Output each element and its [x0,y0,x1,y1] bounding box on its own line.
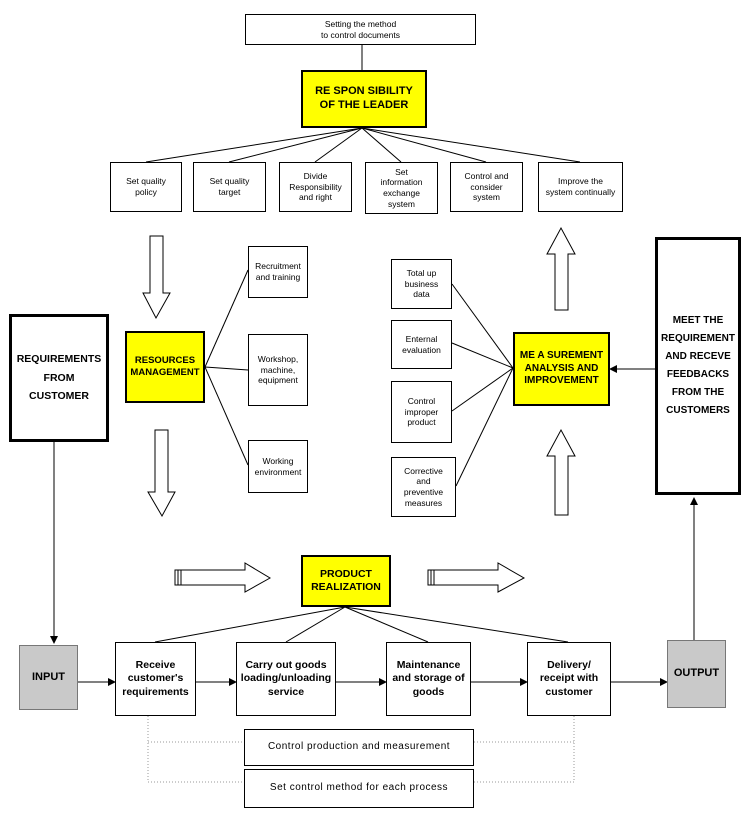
leader-item-quality-target: Set quality target [193,162,266,212]
resources-management-box: RESOURCES MANAGEMENT [125,331,205,403]
measurement-item-improper-product: Control improper product [391,381,452,443]
process-step-storage: Maintenance and storage of goods [386,642,471,716]
leader-responsibility-box: RE SPON SIBILITY OF THE LEADER [301,70,427,128]
leader-item-control-system: Control and consider system [450,162,523,212]
leader-item-improve-system: Improve the system continually [538,162,623,212]
measurement-item-corrective-measures: Corrective and preventive measures [391,457,456,517]
control-method-box: Set control method for each process [244,769,474,808]
customer-feedback-box: MEET THE REQUIREMENT AND RECEVE FEEDBACK… [655,237,741,495]
input-box: INPUT [19,645,78,710]
resource-item-workshop: Workshop, machine, equipment [248,334,308,406]
product-realization-box: PRODUCT REALIZATION [301,555,391,607]
process-step-loading-service: Carry out goods loading/unloading servic… [236,642,336,716]
leader-item-divide-responsibility: Divide Responsibility and right [279,162,352,212]
process-step-delivery: Delivery/ receipt with customer [527,642,611,716]
leader-item-quality-policy: Set quality policy [110,162,182,212]
resource-item-environment: Working environment [248,440,308,493]
resource-item-recruitment: Recruitment and training [248,246,308,298]
control-production-box: Control production and measurement [244,729,474,766]
customer-requirements-box: REQUIREMENTS FROM CUSTOMER [9,314,109,442]
measurement-item-evaluation: Enternal evaluation [391,320,452,369]
measurement-item-business-data: Total up business data [391,259,452,309]
document-control-method-box: Setting the method to control documents [245,14,476,45]
measurement-analysis-box: ME A SUREMENT ANALYSIS AND IMPROVEMENT [513,332,610,406]
leader-item-information-exchange: Set information exchange system [365,162,438,214]
process-step-receive-requirements: Receive customer's requirements [115,642,196,716]
output-box: OUTPUT [667,640,726,708]
